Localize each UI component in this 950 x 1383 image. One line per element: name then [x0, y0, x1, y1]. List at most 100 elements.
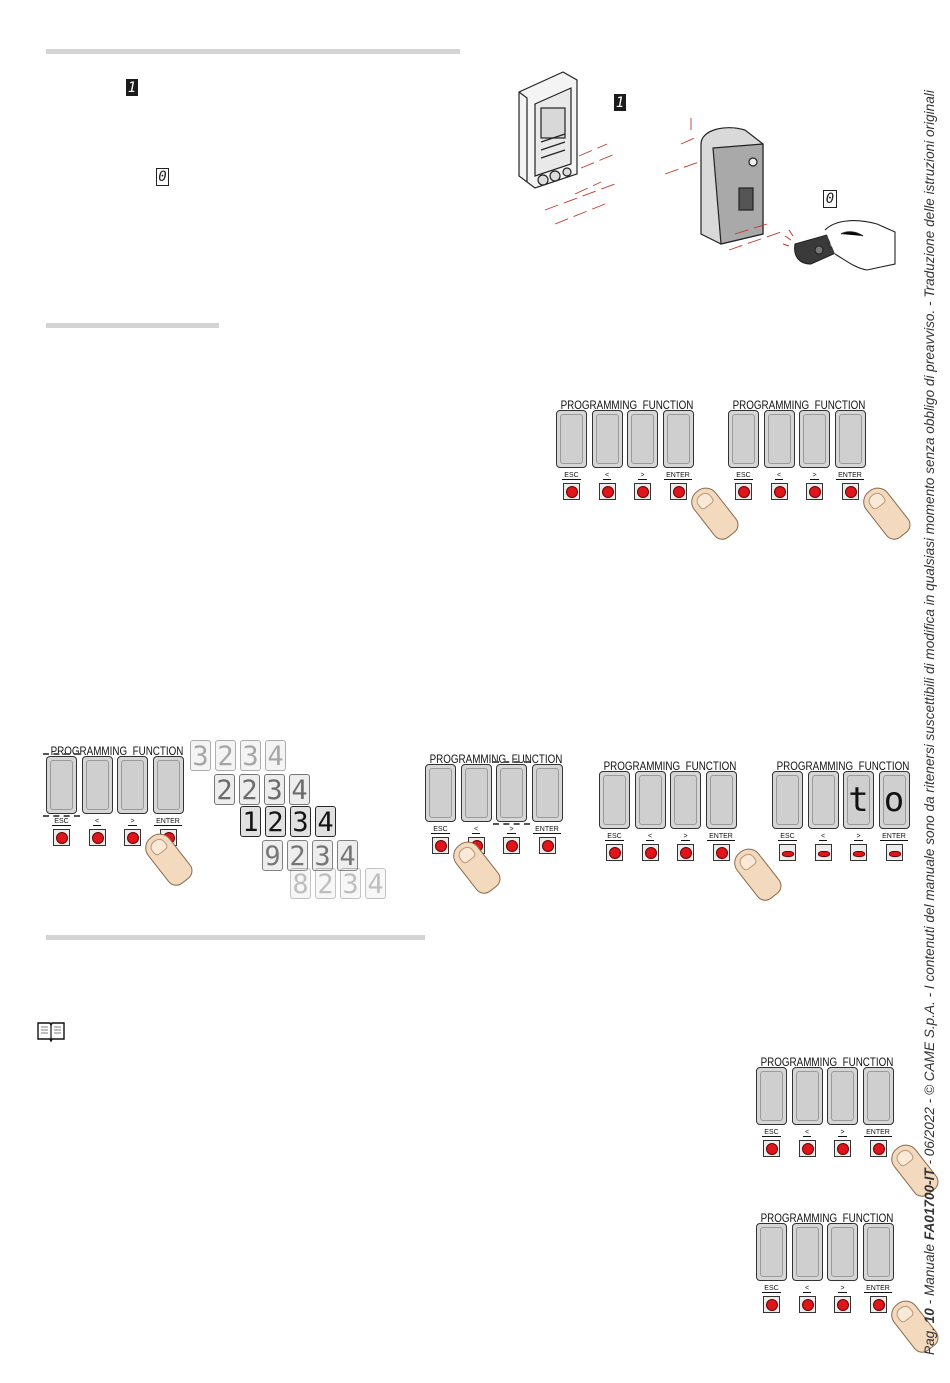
display-digit-2: [460, 764, 492, 822]
display-digit-3: [117, 756, 148, 814]
roller-digit: 3: [190, 740, 211, 772]
enter-button[interactable]: [841, 483, 859, 500]
key-label-enter: ENTER: [706, 833, 737, 841]
red-led-icon: [435, 840, 447, 852]
roller-digit: 3: [312, 840, 333, 872]
display-digit-2: [591, 410, 623, 468]
display-digit-1: [756, 1223, 787, 1281]
marker-1-illustration: 1: [614, 94, 626, 111]
key-label-enter: ENTER: [835, 472, 866, 480]
key-label-text: <: [802, 1285, 812, 1293]
enter-button[interactable]: [669, 483, 687, 500]
left-button[interactable]: [770, 483, 788, 500]
roller-digit: 4: [265, 740, 286, 772]
key-label-right: >: [117, 818, 148, 826]
key-label-esc: ESC: [756, 1129, 787, 1137]
left-button[interactable]: [641, 844, 659, 861]
esc-button[interactable]: [606, 844, 623, 861]
key-label-enter: ENTER: [879, 833, 910, 841]
key-label-left: <: [461, 826, 492, 834]
roller-digit: 4: [365, 868, 386, 900]
key-label-left: <: [82, 818, 113, 826]
left-button[interactable]: [798, 1296, 816, 1313]
key-label-text: >: [128, 818, 137, 826]
red-led-icon: [872, 1299, 885, 1311]
display-digit-3: t: [843, 771, 874, 829]
roller-digit: 4: [337, 840, 358, 872]
esc-button[interactable]: [763, 1296, 780, 1313]
panel-title: PROGRAMMING FUNCTION: [760, 1055, 894, 1069]
left-button[interactable]: [798, 1140, 816, 1157]
key-label-text: <: [645, 833, 655, 841]
key-label-text: ESC: [762, 1129, 781, 1137]
key-label-text: ENTER: [880, 833, 908, 841]
right-button[interactable]: [850, 844, 867, 861]
enter-button[interactable]: [538, 837, 556, 854]
left-button[interactable]: [814, 844, 832, 861]
enter-button[interactable]: [869, 1140, 887, 1157]
display-digit-1: [756, 1067, 787, 1125]
key-label-text: ESC: [431, 826, 450, 834]
key-label-enter: ENTER: [663, 472, 694, 480]
display-digit-3: [827, 1223, 858, 1281]
display-digit-4: [834, 410, 866, 468]
esc-button[interactable]: [53, 829, 70, 846]
esc-button[interactable]: [779, 844, 796, 861]
right-button[interactable]: [124, 829, 141, 846]
esc-button[interactable]: [735, 483, 752, 500]
key-label-right: >: [496, 826, 527, 834]
esc-button[interactable]: [563, 483, 580, 500]
esc-button[interactable]: [763, 1140, 780, 1157]
red-led-icon: [637, 486, 649, 498]
right-button[interactable]: [834, 1296, 851, 1313]
key-label-left: <: [764, 472, 795, 480]
left-button[interactable]: [88, 829, 106, 846]
red-led-icon: [738, 486, 750, 498]
display-digit-1: [556, 410, 587, 468]
key-label-text: <: [602, 472, 612, 480]
display-digit-3: [627, 410, 658, 468]
red-led-icon: [506, 840, 518, 852]
finger-press-icon: [447, 836, 505, 898]
display-digit-1: [728, 410, 759, 468]
display-digit-1: [43, 753, 80, 817]
red-led-icon: [817, 851, 830, 857]
right-button[interactable]: [503, 837, 520, 854]
key-label-left: <: [792, 1285, 823, 1293]
finger-press-icon: [139, 828, 197, 890]
right-button[interactable]: [834, 1140, 851, 1157]
key-label-right: >: [843, 833, 874, 841]
vertical-footer: Pag. 10 - Manuale FA01700-IT - 06/2022 -…: [922, 90, 937, 1355]
display-digit-1: [772, 771, 803, 829]
red-led-icon: [541, 840, 554, 852]
panel-title: PROGRAMMING FUNCTION: [776, 759, 910, 773]
panel-title: PROGRAMMING FUNCTION: [603, 759, 737, 773]
right-button[interactable]: [634, 483, 651, 500]
esc-button[interactable]: [432, 837, 449, 854]
red-led-icon: [766, 1299, 778, 1311]
red-led-icon: [127, 832, 139, 844]
right-button[interactable]: [677, 844, 694, 861]
display-digit-3: [670, 771, 701, 829]
section-rule-2: [46, 323, 219, 328]
key-label-text: ESC: [562, 472, 581, 480]
enter-button[interactable]: [885, 844, 903, 861]
enter-button[interactable]: [869, 1296, 887, 1313]
roller-digit: 8: [290, 868, 311, 900]
red-led-icon: [853, 851, 865, 857]
key-label-text: >: [638, 472, 647, 480]
display-digit-2: [807, 771, 839, 829]
key-label-text: ENTER: [864, 1129, 892, 1137]
display-digit-2: [634, 771, 666, 829]
left-button[interactable]: [598, 483, 616, 500]
display-digit-4: [862, 1223, 894, 1281]
enter-button[interactable]: [712, 844, 730, 861]
right-button[interactable]: [806, 483, 823, 500]
red-led-icon: [801, 1143, 814, 1155]
display-digit-3: [827, 1067, 858, 1125]
red-led-icon: [888, 851, 901, 857]
key-label-text: <: [92, 818, 102, 826]
key-label-text: >: [681, 833, 690, 841]
